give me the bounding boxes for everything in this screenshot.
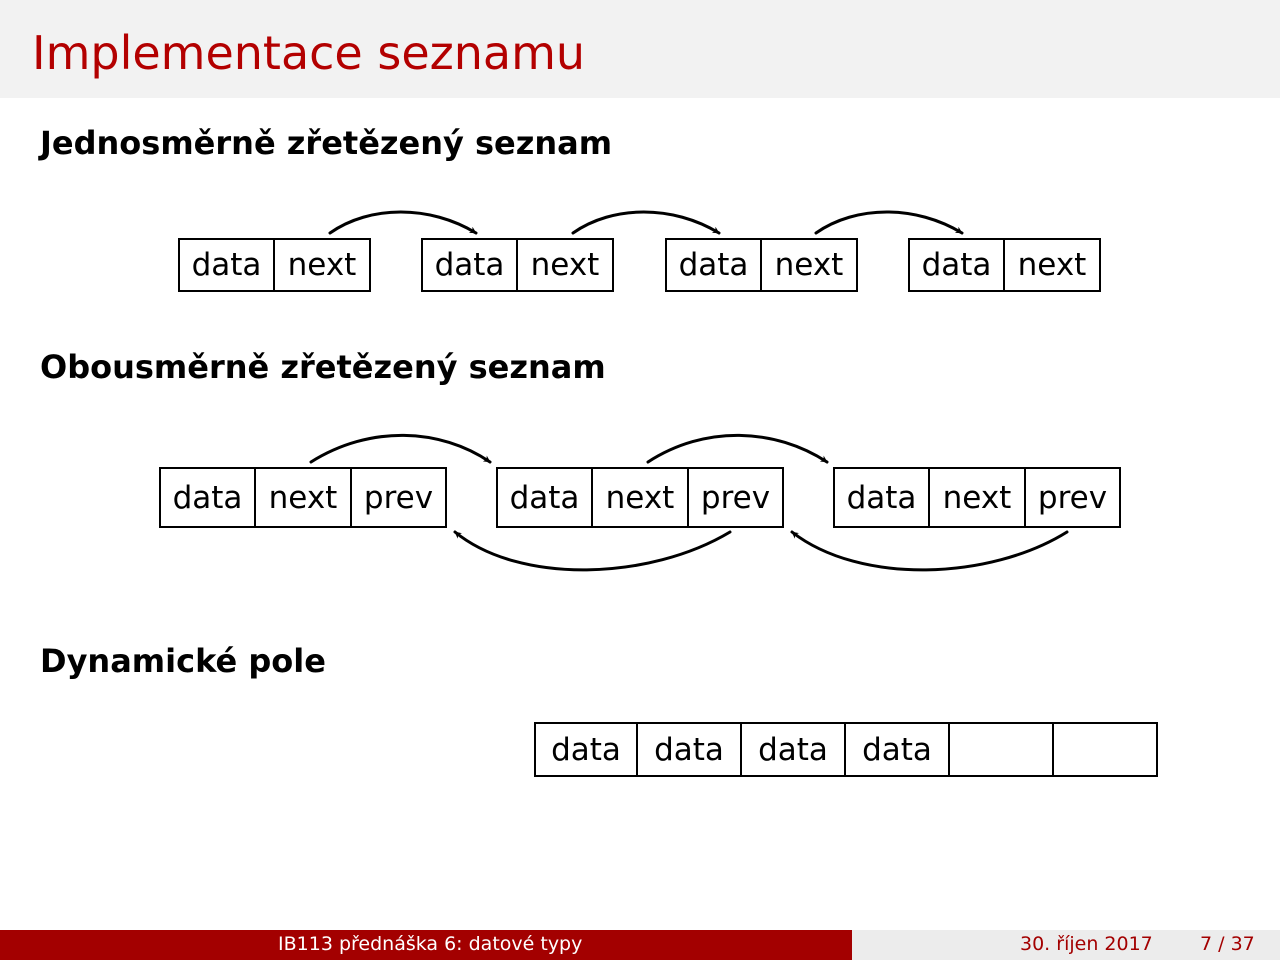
- slide-title: Implementace seznamu: [32, 26, 586, 80]
- array-cell: data: [846, 722, 950, 777]
- node-prev-cell: prev: [689, 467, 784, 528]
- singly-node-4: data next: [908, 238, 1101, 292]
- array-cell-empty: [950, 722, 1054, 777]
- next-arrow: [646, 433, 829, 464]
- prev-arrow: [790, 530, 1069, 572]
- node-data-cell: data: [908, 238, 1005, 292]
- node-next-cell: next: [256, 467, 352, 528]
- node-next-cell: next: [275, 238, 371, 292]
- singly-node-1: data next: [178, 238, 371, 292]
- prev-arrow: [453, 530, 732, 572]
- node-data-cell: data: [496, 467, 593, 528]
- footer-lecture: IB113 přednáška 6: datové typy: [278, 933, 583, 955]
- singly-node-2: data next: [421, 238, 614, 292]
- footer-lecture-bar: IB113 přednáška 6: datové typy: [0, 930, 852, 960]
- node-data-cell: data: [178, 238, 275, 292]
- footer-info-bar: 30. říjen 2017 7 / 37: [852, 930, 1280, 960]
- footer-page-number: 7 / 37: [1200, 933, 1255, 955]
- node-prev-cell: prev: [1026, 467, 1121, 528]
- doubly-node-2: data next prev: [496, 467, 784, 528]
- next-arrow: [328, 210, 478, 235]
- node-next-cell: next: [930, 467, 1026, 528]
- node-next-cell: next: [593, 467, 689, 528]
- doubly-node-1: data next prev: [159, 467, 447, 528]
- node-data-cell: data: [421, 238, 518, 292]
- array-cell-empty: [1054, 722, 1158, 777]
- heading-singly-linked: Jednosměrně zřetězený seznam: [40, 124, 613, 162]
- footer-date: 30. říjen 2017: [1020, 933, 1153, 955]
- node-prev-cell: prev: [352, 467, 447, 528]
- node-next-cell: next: [762, 238, 858, 292]
- next-arrow: [814, 210, 964, 235]
- node-next-cell: next: [518, 238, 614, 292]
- next-arrow: [571, 210, 721, 235]
- singly-node-3: data next: [665, 238, 858, 292]
- array-cell: data: [742, 722, 846, 777]
- array-cell: data: [534, 722, 638, 777]
- node-next-cell: next: [1005, 238, 1101, 292]
- doubly-node-3: data next prev: [833, 467, 1121, 528]
- heading-dynamic-array: Dynamické pole: [40, 642, 326, 680]
- node-data-cell: data: [833, 467, 930, 528]
- array-cell: data: [638, 722, 742, 777]
- dynamic-array: data data data data: [534, 722, 1158, 777]
- node-data-cell: data: [665, 238, 762, 292]
- heading-doubly-linked: Obousměrně zřetězený seznam: [40, 348, 606, 386]
- node-data-cell: data: [159, 467, 256, 528]
- next-arrow: [309, 433, 492, 464]
- title-bar: [0, 0, 1280, 98]
